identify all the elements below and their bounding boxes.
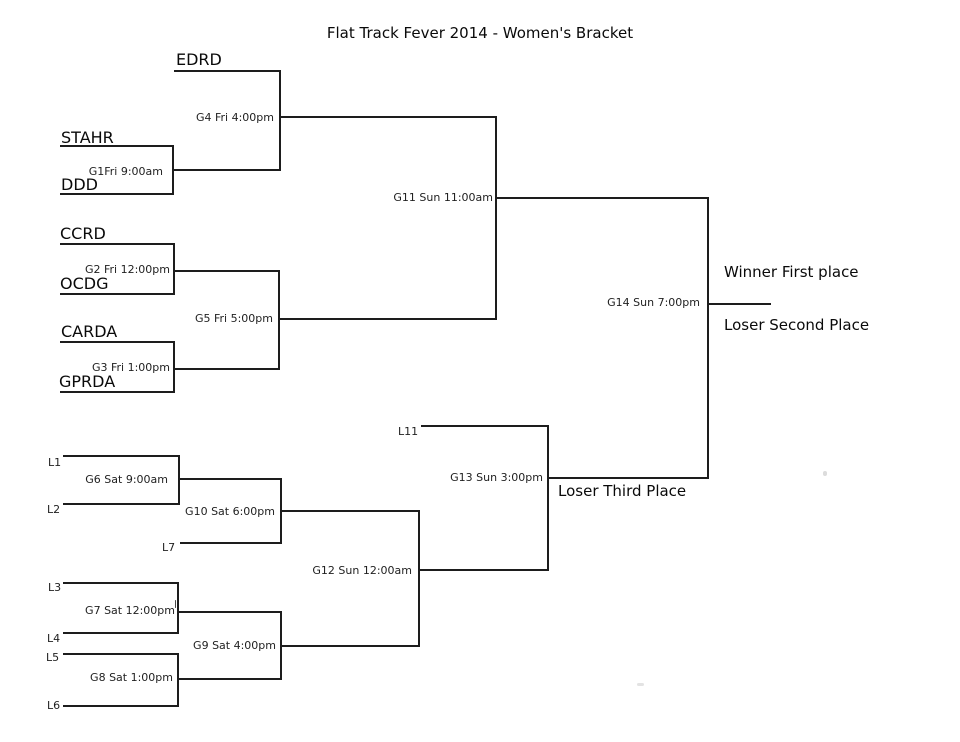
line-ccrd-slot — [60, 243, 175, 245]
loser-slot-l11: L11 — [398, 425, 419, 438]
line-stahr-slot — [60, 145, 174, 147]
loser-slot-l3: L3 — [48, 581, 62, 594]
game-label-g13: G13 Sun 3:00pm — [450, 471, 543, 484]
game-label-g9: G9 Sat 4:00pm — [193, 639, 276, 652]
line-g14-output — [707, 303, 771, 305]
line-g14-vertical — [707, 197, 709, 479]
team-label-stahr: STAHR — [61, 128, 114, 147]
line-g2-vertical — [173, 243, 175, 295]
line-l6-slot — [63, 705, 179, 707]
line-g12-vertical — [418, 510, 420, 647]
line-g6-vertical — [178, 455, 180, 505]
line-g6-output — [178, 478, 282, 480]
game-label-g4: G4 Fri 4:00pm — [195, 111, 274, 124]
team-label-carda: CARDA — [61, 322, 118, 341]
game-label-g8: G8 Sat 1:00pm — [90, 671, 173, 684]
line-l5-slot — [63, 653, 179, 655]
line-g3-output — [173, 368, 280, 370]
line-ocdg-slot — [60, 293, 175, 295]
line-g11-output — [495, 197, 709, 199]
loser-slot-l5: L5 — [46, 651, 60, 664]
line-g10-output — [280, 510, 420, 512]
line-g7-vertical — [177, 582, 179, 634]
game-label-g14: G14 Sun 7:00pm — [607, 296, 700, 309]
line-l2-slot — [63, 503, 180, 505]
loser-slot-l4: L4 — [47, 632, 61, 645]
game-label-g7: G7 Sat 12:00pm — [85, 604, 175, 617]
line-g5-vertical — [278, 270, 280, 370]
line-carda-slot — [60, 341, 175, 343]
loser-slot-l7: L7 — [162, 541, 176, 554]
line-ddd-slot — [60, 193, 174, 195]
line-g12-output — [418, 569, 549, 571]
game-label-g10: G10 Sat 6:00pm — [185, 505, 275, 518]
line-g1-output — [172, 169, 280, 171]
placement-third-place: Loser Third Place — [558, 482, 687, 500]
line-g5-output — [278, 318, 497, 320]
line-l7-slot — [180, 542, 282, 544]
team-label-edrd: EDRD — [176, 50, 222, 69]
team-label-ccrd: CCRD — [60, 224, 106, 243]
line-g3-vertical — [173, 341, 175, 393]
team-label-ddd: DDD — [61, 175, 98, 194]
game-label-g3: G3 Fri 1:00pm — [91, 361, 170, 374]
line-g11-vertical — [495, 116, 497, 320]
loser-slot-l2: L2 — [47, 503, 61, 516]
line-g8-output — [177, 678, 282, 680]
line-g8-vertical — [177, 653, 179, 707]
line-g13-output — [547, 477, 709, 479]
smudge-artifact — [637, 683, 644, 686]
line-l11-slot — [421, 425, 549, 427]
line-g4-output — [279, 116, 497, 118]
team-label-gprda: GPRDA — [59, 372, 116, 391]
page-title: Flat Track Fever 2014 - Women's Bracket — [326, 24, 634, 42]
line-l4-slot — [63, 632, 179, 634]
game-label-g6: G6 Sat 9:00am — [85, 473, 168, 486]
line-g9-output — [280, 645, 420, 647]
loser-slot-l6: L6 — [47, 699, 61, 712]
line-edrd-slot — [174, 70, 281, 72]
line-g4-vertical — [279, 70, 281, 171]
game-label-g2: G2 Fri 12:00pm — [84, 263, 170, 276]
game-label-g1: G1Fri 9:00am — [88, 165, 163, 178]
line-g2-output — [173, 270, 280, 272]
team-label-ocdg: OCDG — [60, 274, 109, 293]
placement-first-place: Winner First place — [724, 263, 859, 281]
line-g13-vertical — [547, 425, 549, 571]
loser-slot-l1: L1 — [48, 456, 62, 469]
smudge-artifact — [823, 471, 827, 476]
placement-second-place: Loser Second Place — [724, 316, 870, 334]
line-l1-slot — [63, 455, 180, 457]
game-label-g11: G11 Sun 11:00am — [393, 191, 493, 204]
stray-tick-artifact — [175, 600, 176, 608]
line-gprda-slot — [60, 391, 175, 393]
line-g7-output — [177, 611, 282, 613]
line-l3-slot — [63, 582, 179, 584]
game-label-g12: G12 Sun 12:00am — [312, 564, 412, 577]
game-label-g5: G5 Fri 5:00pm — [194, 312, 273, 325]
